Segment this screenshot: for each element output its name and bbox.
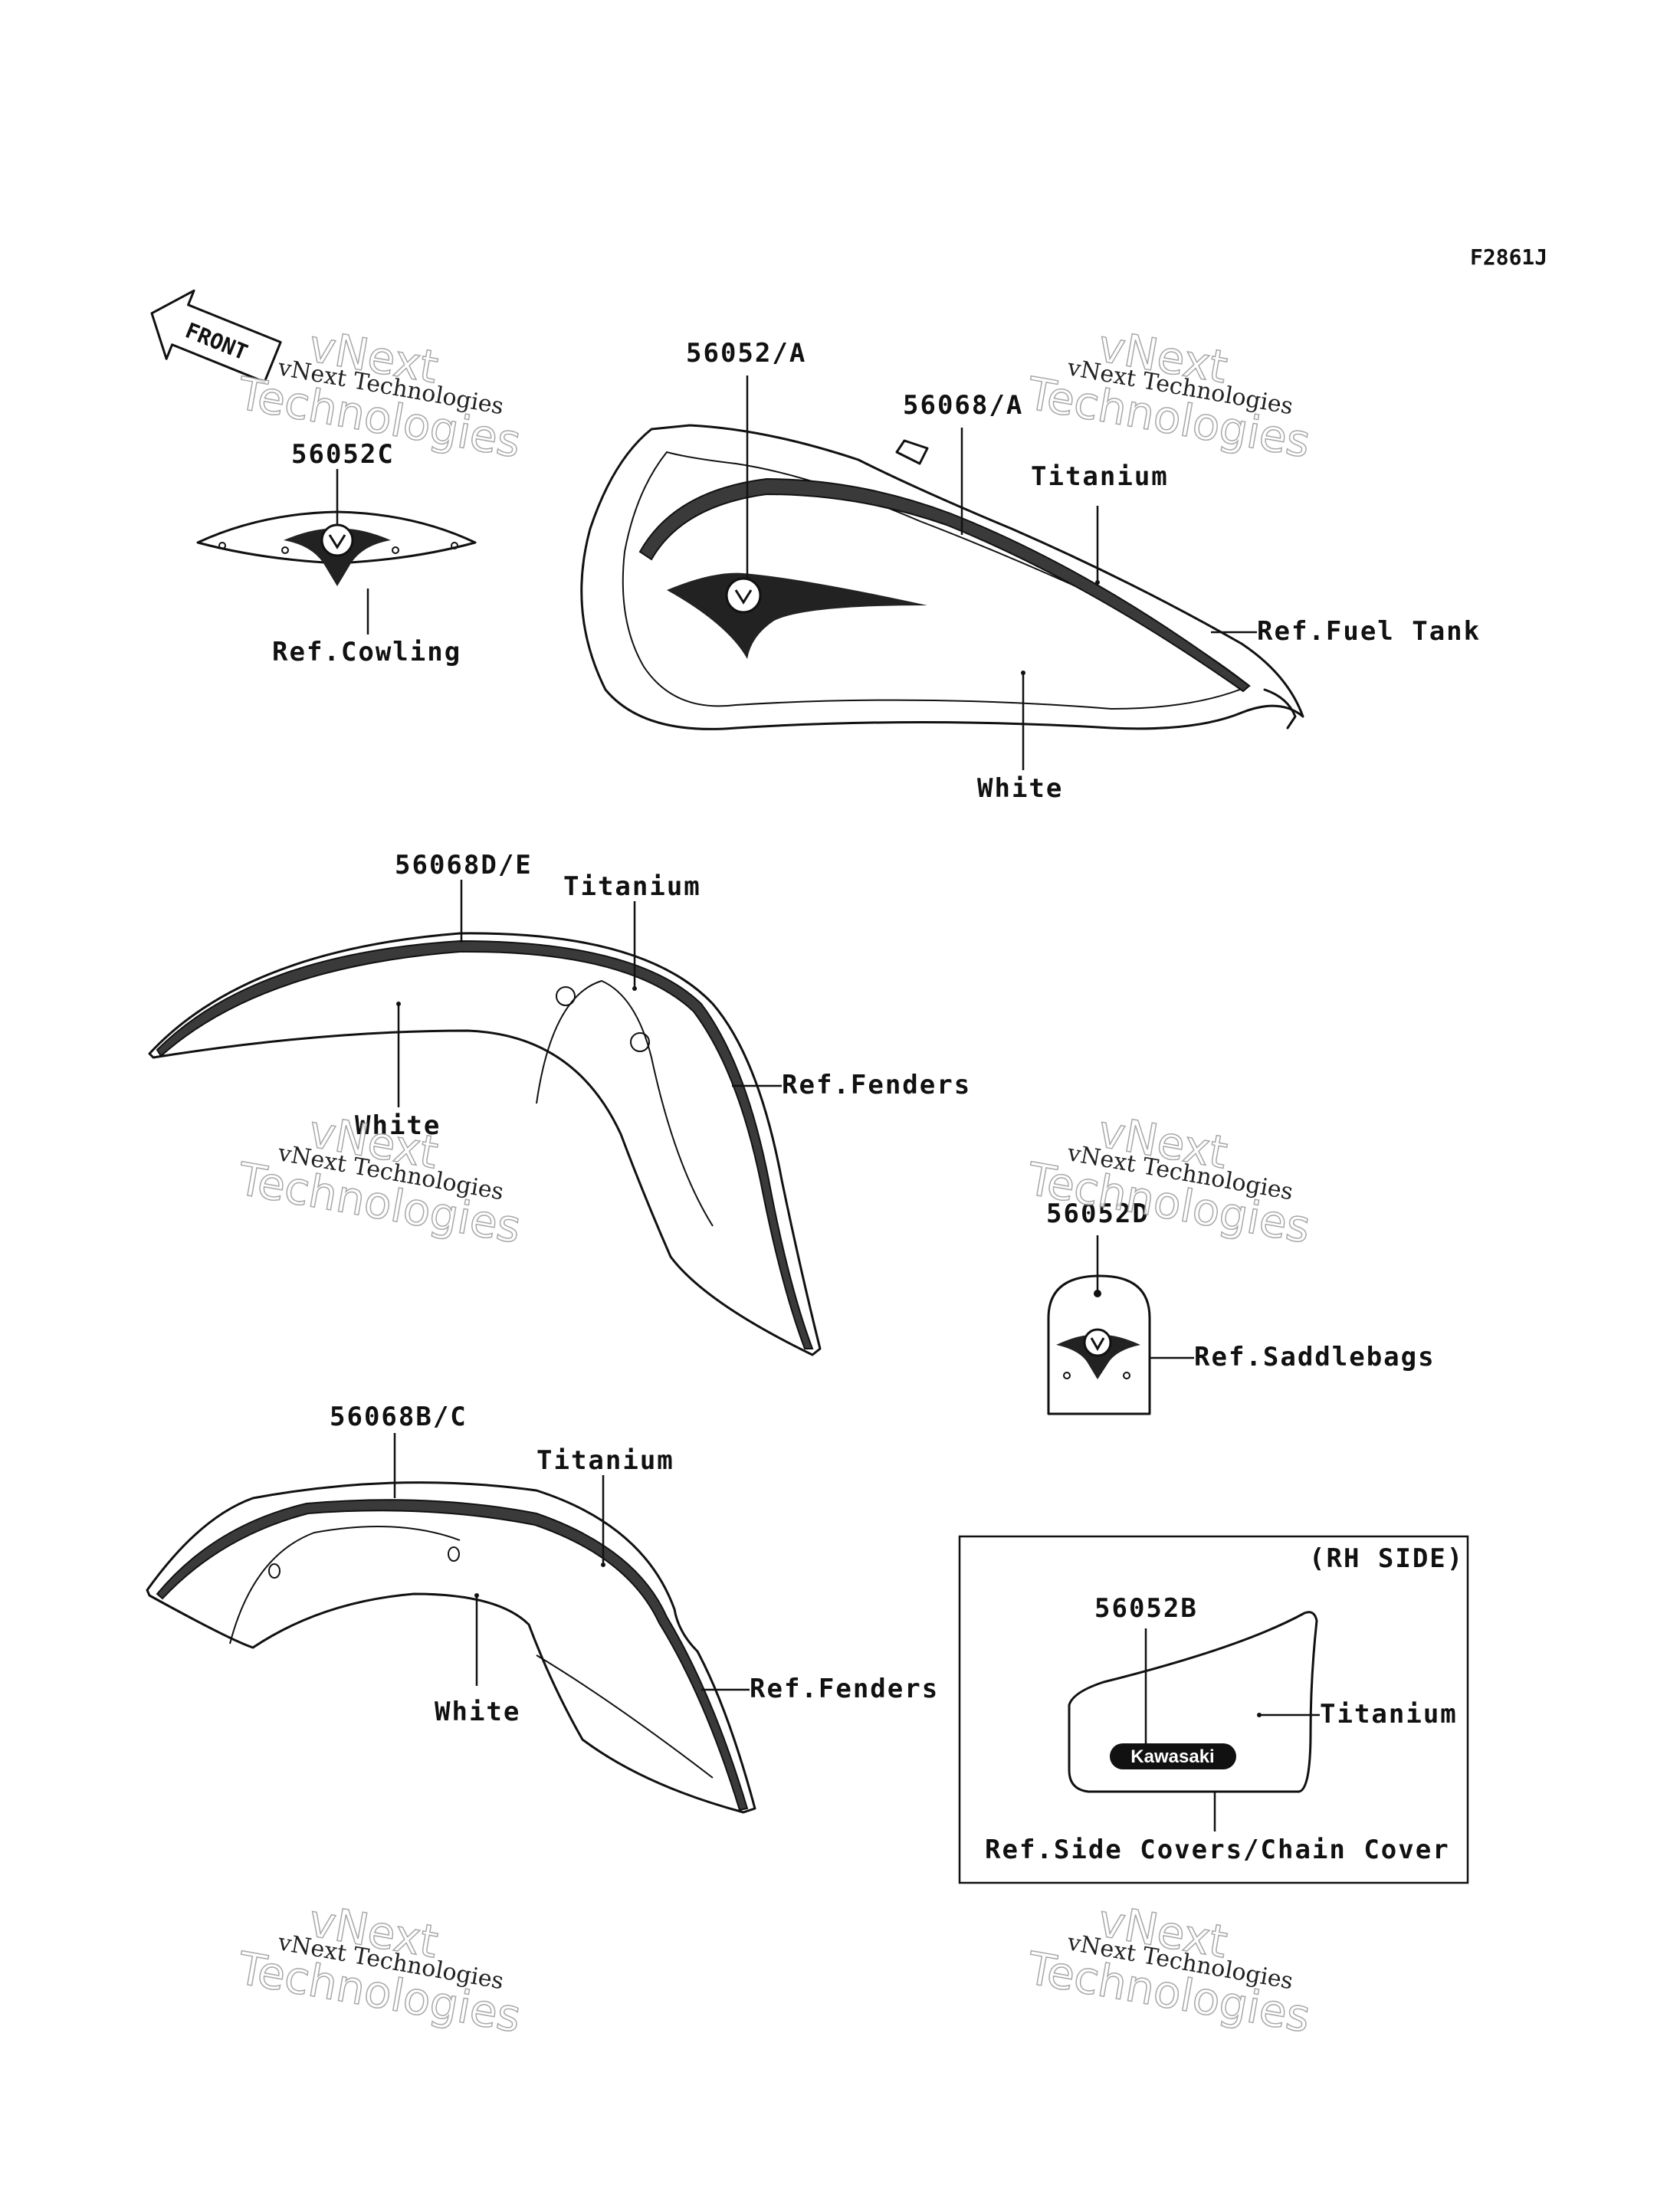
kawasaki-emblem-icon [284, 523, 391, 586]
cowling-group: 56052C Ref.Cowling [196, 439, 477, 667]
fuel-tank-stripe [638, 477, 1251, 693]
saddlebag-hole [1123, 1372, 1130, 1379]
side-cover-frame [958, 1535, 1469, 1884]
saddlebag-ref: Ref.Saddlebags [1194, 1342, 1436, 1372]
fuel-tank-color-lower: White [977, 773, 1063, 804]
rear-fender-inner [229, 1526, 461, 1644]
cowling-part-no: 56052C [291, 439, 395, 470]
rear-fender-hole [268, 1563, 281, 1579]
kawasaki-badge-text: Kawasaki [1130, 1746, 1214, 1767]
front-fender-outline [148, 932, 822, 1356]
diagram-code: F2861J [1470, 244, 1547, 270]
rear-fender-group: 56068B/C Titanium White Ref.Fenders [146, 1402, 939, 1814]
front-fender-group: 56068D/E Titanium White Ref.Fenders [148, 850, 971, 1356]
saddlebag-flap [1047, 1274, 1151, 1415]
fuel-tank-color-upper: Titanium [1031, 461, 1169, 492]
fuel-tank-ref: Ref.Fuel Tank [1257, 616, 1481, 647]
side-cover-shape [1068, 1611, 1318, 1793]
fuel-tank-tail [1263, 688, 1297, 730]
kawasaki-badge [1110, 1743, 1236, 1769]
front-fender-inner [536, 979, 714, 1227]
fuel-cap [895, 439, 929, 465]
rear-fender-color-lower: White [435, 1697, 520, 1727]
cowling-hole [218, 542, 226, 549]
front-label: FRONT [182, 318, 251, 366]
front-fender-ref: Ref.Fenders [782, 1070, 971, 1100]
front-fender-stripe-no: 56068D/E [395, 850, 533, 880]
front-fender-stripe [156, 939, 814, 1349]
rear-fender-crease [536, 1654, 714, 1779]
fuel-tank-emblem-no: 56052/A [686, 338, 806, 369]
cowling-ref: Ref.Cowling [272, 637, 461, 667]
side-cover-box-label: (RH SIDE) [1309, 1543, 1464, 1574]
fuel-tank-outline [580, 424, 1304, 730]
front-fender-color-upper: Titanium [563, 871, 701, 902]
watermark: vNext Technologies vNext Technologies [233, 1894, 525, 2043]
saddlebag-part-no: 56052D [1046, 1199, 1150, 1229]
side-cover-part-no: 56052B [1094, 1593, 1198, 1624]
saddlebag-group: 56052D Ref.Saddlebags [1046, 1199, 1436, 1415]
rear-fender-stripe [156, 1499, 749, 1812]
cowling-shape [196, 510, 477, 565]
cowling-hole [392, 546, 399, 554]
rear-fender-stripe-no: 56068B/C [330, 1402, 468, 1432]
kawasaki-emblem-icon [1056, 1328, 1140, 1379]
rear-fender-hole [448, 1546, 460, 1562]
front-fender-color-lower: White [355, 1110, 441, 1141]
saddlebag-hole [1063, 1372, 1071, 1379]
fuel-tank-group: 56052/A 56068/A Titanium Ref.Fuel Tank W… [580, 338, 1481, 804]
front-fender-bolt [556, 986, 576, 1006]
kawasaki-emblem-icon [667, 572, 927, 659]
watermark: vNext Technologies vNext Technologies [1022, 1894, 1314, 2043]
cowling-hole [451, 542, 458, 549]
side-cover-box: (RH SIDE) Kawasaki 56052B Titanium Ref.S… [958, 1535, 1469, 1884]
watermark: vNext Technologies vNext Technologies [1022, 1104, 1314, 1254]
watermark: vNext Technologies vNext Technologies [233, 1104, 525, 1254]
watermark: vNext Technologies vNext Technologies [1022, 319, 1314, 468]
rear-fender-outline [146, 1481, 756, 1814]
side-cover-color: Titanium [1320, 1699, 1458, 1730]
fuel-tank-stripe-no: 56068/A [903, 390, 1023, 421]
front-fender-bolt [630, 1032, 650, 1052]
cowling-hole [281, 546, 289, 554]
rear-fender-ref: Ref.Fenders [750, 1674, 939, 1704]
watermark: vNext Technologies vNext Technologies [233, 319, 525, 468]
side-cover-ref: Ref.Side Covers/Chain Cover [985, 1835, 1450, 1865]
rear-fender-color-upper: Titanium [536, 1445, 674, 1476]
